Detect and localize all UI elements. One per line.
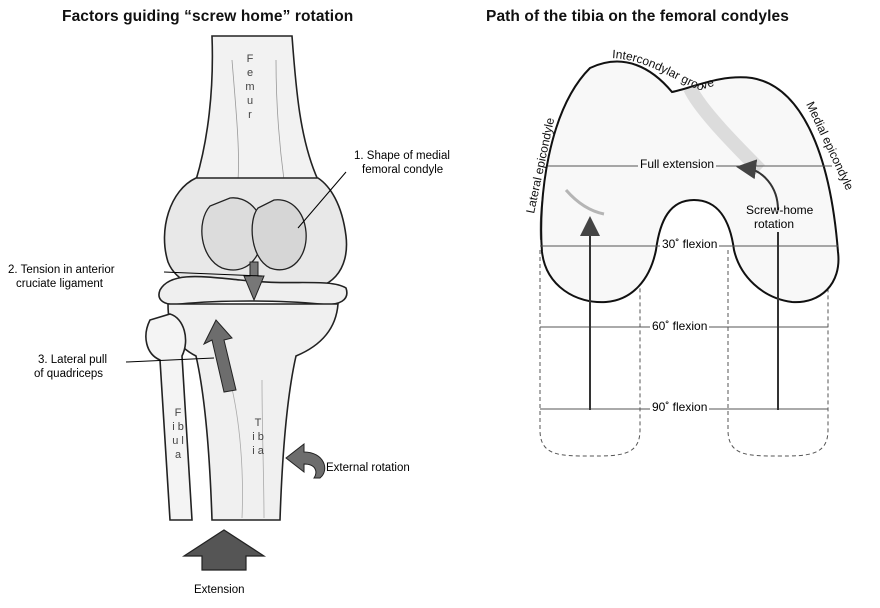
screw-home-label-1: Screw-home (746, 204, 813, 217)
flexion-30-label: 30˚ flexion (660, 238, 719, 251)
flexion-60-label: 60˚ flexion (650, 320, 709, 333)
flexion-90-label: 90˚ flexion (650, 401, 709, 414)
full-extension-label: Full extension (638, 158, 716, 171)
screw-home-label-2: rotation (754, 218, 794, 231)
